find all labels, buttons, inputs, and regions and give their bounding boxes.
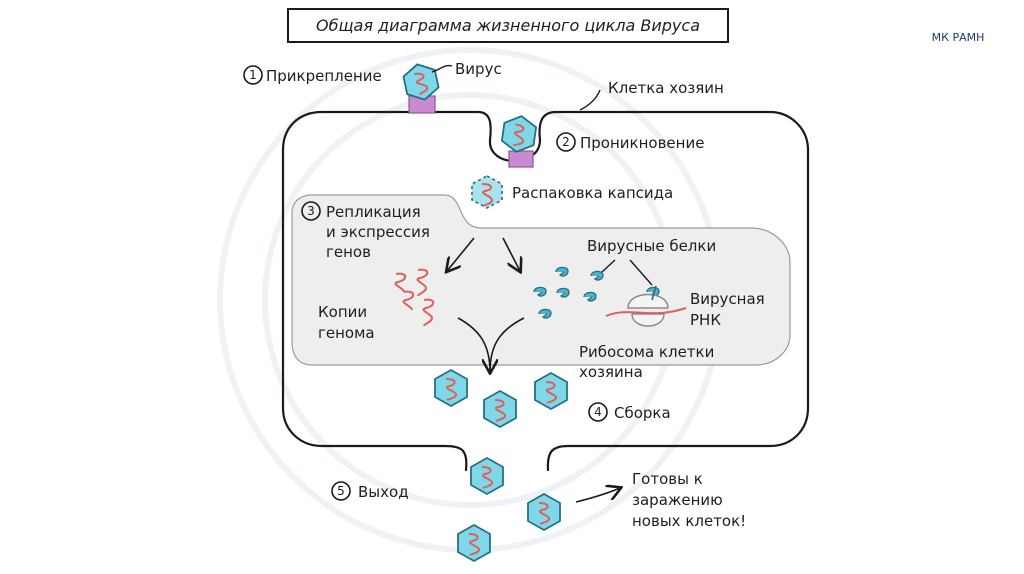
step-3-label-line1: Репликация [326, 203, 421, 221]
assembly-converging-arrow-2 [490, 317, 525, 372]
step-3-label-line3: генов [326, 243, 371, 261]
viral-proteins-label: Вирусные белки [587, 237, 716, 255]
viral-rna-strand [605, 307, 687, 317]
step-1-label: Прикрепление [266, 67, 382, 85]
assembled-virions [434, 369, 568, 428]
brand-logo-text: МК РАМН [932, 31, 985, 44]
step-2-marker: 2 [556, 132, 576, 152]
ribosome-label-line2: хозяина [579, 363, 643, 381]
virus-pointer-line [431, 64, 453, 73]
step-5-label: Выход [358, 483, 409, 501]
viral-rna-label-line1: Вирусная [690, 290, 765, 308]
released-virion [457, 524, 491, 562]
diagram-title: Общая диаграмма жизненного цикла Вируса [316, 16, 700, 35]
step-5-marker: 5 [331, 481, 351, 501]
penetration-receptor [508, 150, 534, 168]
step-1-number: 1 [249, 68, 257, 82]
arrow-to-genome [447, 237, 475, 271]
assembled-virion [483, 390, 517, 428]
genome-copies [394, 268, 435, 327]
step-4-label: Сборка [614, 404, 671, 422]
host-cell-pointer [579, 89, 601, 111]
ready-label-line2: заражению [632, 491, 723, 509]
protein-chain [651, 285, 657, 301]
step-4-marker: 4 [588, 402, 608, 422]
step-4-number: 4 [594, 405, 602, 419]
viral-proteins-pointer-2 [629, 259, 653, 286]
released-virion [527, 493, 561, 531]
ribosome-label-line1: Рибосома клетки [579, 343, 714, 361]
genome-copies-line1: Копии [318, 303, 367, 321]
step-1-marker: 1 [243, 65, 263, 85]
step-3-label-line2: и экспрессия [326, 223, 430, 241]
assembled-virion [434, 369, 468, 407]
ready-arrow [575, 488, 620, 503]
viral-proteins-pointer-1 [601, 259, 616, 273]
uncoating-capsid [471, 175, 503, 209]
assembled-virion [534, 372, 568, 410]
ready-label-line1: Готовы к [632, 470, 703, 488]
released-virion [470, 457, 504, 495]
step-2-label: Проникновение [580, 134, 704, 152]
host-ribosome [627, 293, 669, 327]
virus-label: Вирус [455, 60, 502, 78]
host-cell-label: Клетка хозяин [608, 79, 724, 97]
entering-virion [499, 112, 539, 156]
step-5-number: 5 [337, 484, 345, 498]
ready-label-line3: новых клеток! [632, 512, 746, 530]
replication-zone [291, 194, 791, 366]
title-box [287, 8, 729, 43]
step-3-number: 3 [307, 204, 315, 218]
genome-copies-line2: генома [318, 324, 375, 342]
arrow-to-proteins [502, 237, 520, 271]
step-2-number: 2 [562, 135, 570, 149]
uncoating-label: Распаковка капсида [512, 184, 673, 202]
step-3-marker: 3 [301, 201, 321, 221]
viral-rna-label-line2: РНК [690, 311, 721, 329]
